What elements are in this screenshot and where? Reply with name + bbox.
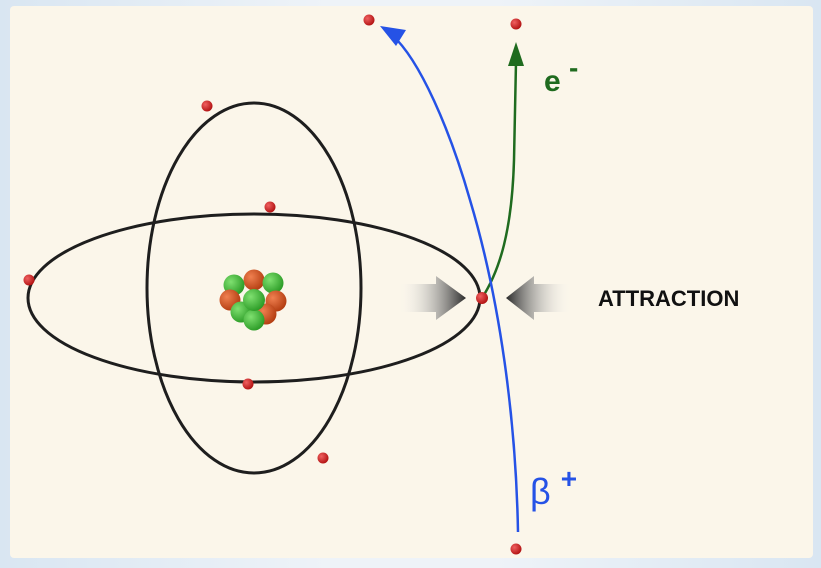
electron-arrowhead (508, 42, 524, 66)
positron-symbol: β (530, 471, 551, 512)
electron-path (480, 61, 518, 299)
attraction-arrow-left (398, 276, 466, 320)
vertical-orbit (145, 101, 363, 475)
positron-path (391, 34, 520, 533)
orbital-electron-left (23, 274, 35, 286)
positron-arrowhead (380, 26, 406, 46)
nucleus (219, 269, 287, 331)
orbital-electron-mid-top (264, 201, 276, 213)
electron-end-dot (510, 18, 522, 30)
positron-label: β + (530, 463, 577, 512)
positron-end-dot (363, 14, 375, 26)
positron-charge: + (561, 463, 577, 494)
electron-symbol: e (544, 65, 561, 98)
electron-charge: - (569, 52, 578, 83)
positron-start-dot (510, 543, 522, 555)
interaction-electron (476, 292, 488, 304)
orbital-electron-top (201, 100, 213, 112)
attraction-label: ATTRACTION (598, 286, 739, 311)
orbital-electron-mid-bottom (242, 378, 254, 390)
diagram-panel (10, 6, 813, 558)
orbital-electron-bottom (317, 452, 329, 464)
electron-label: e - (544, 52, 578, 98)
attraction-arrow-right (506, 276, 572, 320)
